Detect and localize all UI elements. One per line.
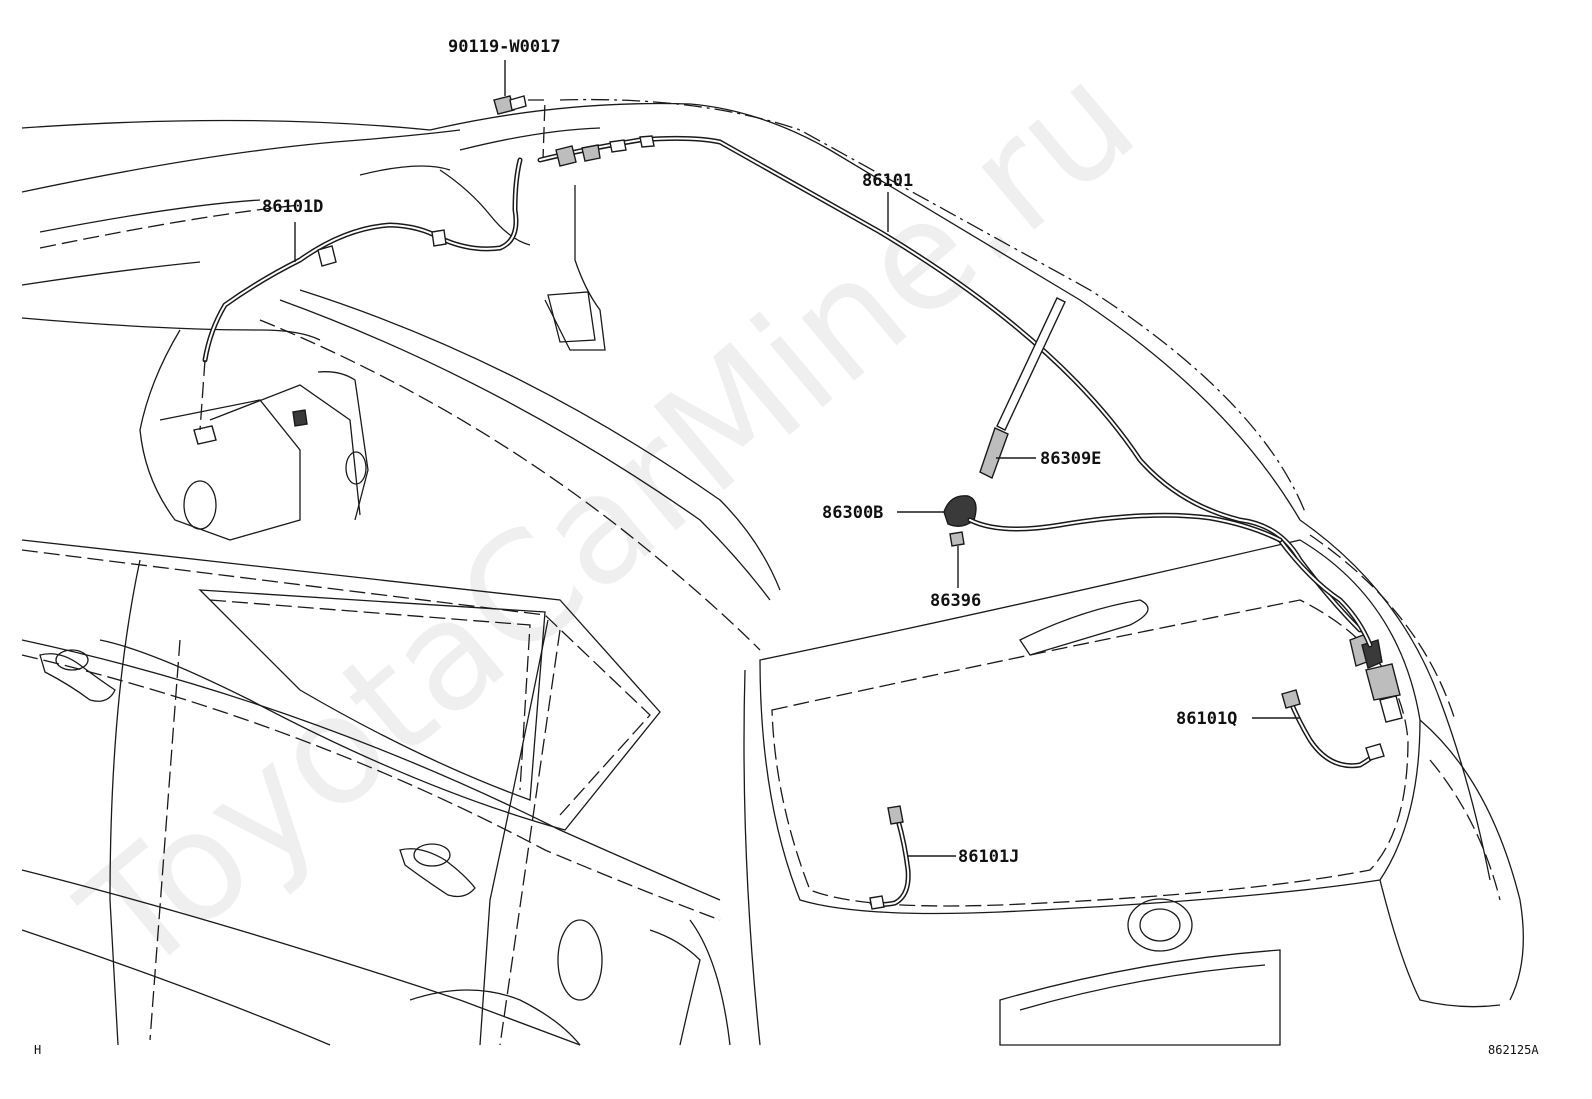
callout-86101j: 86101J <box>958 847 1019 867</box>
callout-86101: 86101 <box>862 171 913 191</box>
rear-cord-86101j <box>869 805 956 910</box>
roof-cable-86101 <box>537 135 1403 723</box>
illustration-number: 862125A <box>1488 1043 1539 1057</box>
callout-86309e: 86309E <box>1040 449 1101 469</box>
callout-86300b: 86300B <box>822 503 883 523</box>
callout-90119-w0017: 90119-W0017 <box>448 37 561 57</box>
rear-cord-86101q <box>1252 689 1385 769</box>
car-body-outline <box>21 98 1524 1046</box>
callout-86101q: 86101Q <box>1176 709 1237 729</box>
antenna-nut-86396 <box>949 531 965 588</box>
antenna-base-86300b <box>897 495 1283 543</box>
front-cable-86101d <box>193 157 523 445</box>
bolt-90119-w0017 <box>493 60 546 161</box>
antenna-rod-86309e <box>979 297 1066 479</box>
callout-86396: 86396 <box>930 591 981 611</box>
corner-code-left: H <box>34 1043 41 1057</box>
callout-86101d: 86101D <box>262 197 323 217</box>
